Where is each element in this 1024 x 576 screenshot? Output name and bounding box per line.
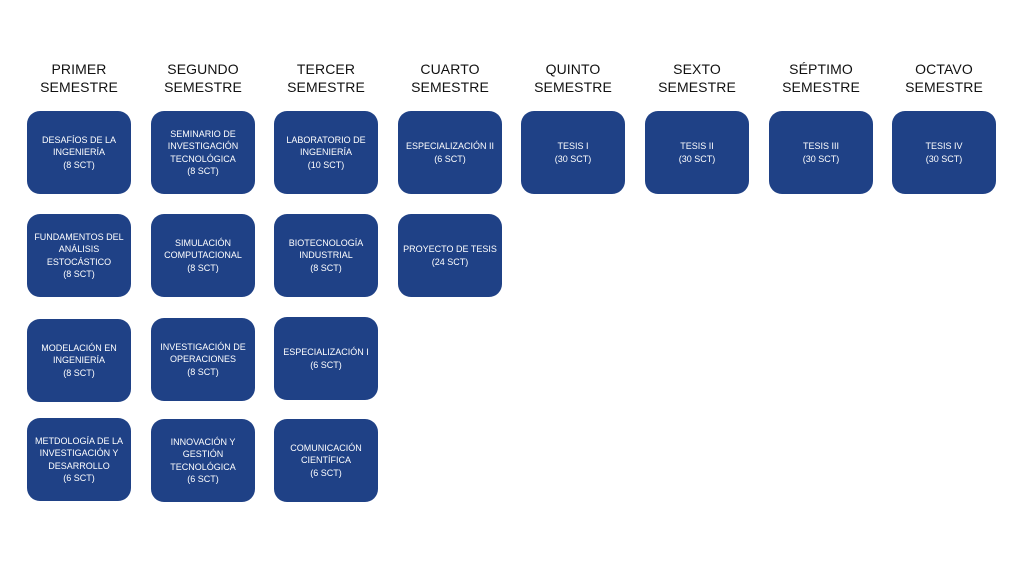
semester-title: QUINTO SEMESTRE xyxy=(534,61,612,95)
course-box: TESIS I (30 SCT) xyxy=(521,111,625,194)
course-box: ESPECIALIZACIÓN II (6 SCT) xyxy=(398,111,502,194)
semester-column-7: SÉPTIMO SEMESTRE TESIS III (30 SCT) xyxy=(769,60,873,194)
course-box: FUNDAMENTOS DEL ANÁLISIS ESTOCÁSTICO (8 … xyxy=(27,214,131,297)
course-box: SEMINARIO DE INVESTIGACIÓN TECNOLÓGICA (… xyxy=(151,111,255,194)
semester-title: OCTAVO SEMESTRE xyxy=(905,61,983,95)
semester-title: SEGUNDO SEMESTRE xyxy=(164,61,242,95)
semester-column-5: QUINTO SEMESTRE TESIS I (30 SCT) xyxy=(521,60,625,194)
course-box: INVESTIGACIÓN DE OPERACIONES (8 SCT) xyxy=(151,318,255,401)
course-box: BIOTECNOLOGÍA INDUSTRIAL (8 SCT) xyxy=(274,214,378,297)
semester-column-1: PRIMER SEMESTRE DESAFÍOS DE LA INGENIERÍ… xyxy=(27,60,131,501)
semester-title: SÉPTIMO SEMESTRE xyxy=(782,61,860,95)
semester-title: CUARTO SEMESTRE xyxy=(411,61,489,95)
course-box: INNOVACIÓN Y GESTIÓN TECNOLÓGICA (6 SCT) xyxy=(151,419,255,502)
semester-column-8: OCTAVO SEMESTRE TESIS IV (30 SCT) xyxy=(892,60,996,194)
course-box: TESIS IV (30 SCT) xyxy=(892,111,996,194)
semester-title: SEXTO SEMESTRE xyxy=(658,61,736,95)
semester-column-4: CUARTO SEMESTRE ESPECIALIZACIÓN II (6 SC… xyxy=(398,60,502,297)
semester-column-2: SEGUNDO SEMESTRE SEMINARIO DE INVESTIGAC… xyxy=(151,60,255,502)
course-box: METDOLOGÍA DE LA INVESTIGACIÓN Y DESARRO… xyxy=(27,418,131,501)
course-box: TESIS III (30 SCT) xyxy=(769,111,873,194)
course-box: ESPECIALIZACIÓN I (6 SCT) xyxy=(274,317,378,400)
course-box: TESIS II (30 SCT) xyxy=(645,111,749,194)
semester-column-3: TERCER SEMESTRE LABORATORIO DE INGENIERÍ… xyxy=(274,60,378,502)
course-box: DESAFÍOS DE LA INGENIERÍA (8 SCT) xyxy=(27,111,131,194)
course-box: COMUNICACIÓN CIENTÍFICA (6 SCT) xyxy=(274,419,378,502)
course-box: PROYECTO DE TESIS (24 SCT) xyxy=(398,214,502,297)
course-box: MODELACIÓN EN INGENIERÍA (8 SCT) xyxy=(27,319,131,402)
course-box: SIMULACIÓN COMPUTACIONAL (8 SCT) xyxy=(151,214,255,297)
semester-title: PRIMER SEMESTRE xyxy=(40,61,118,95)
course-box: LABORATORIO DE INGENIERÍA (10 SCT) xyxy=(274,111,378,194)
semester-column-6: SEXTO SEMESTRE TESIS II (30 SCT) xyxy=(645,60,749,194)
semester-title: TERCER SEMESTRE xyxy=(287,61,365,95)
